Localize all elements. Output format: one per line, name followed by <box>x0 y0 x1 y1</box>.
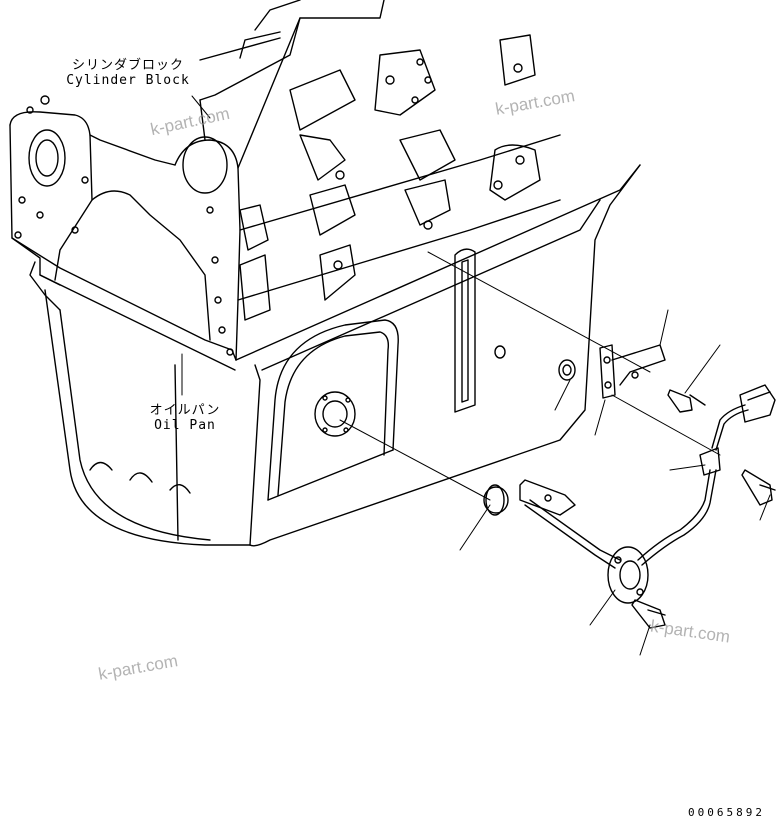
oil-pan-label: オイルパン Oil Pan <box>135 403 235 433</box>
oil-pan-label-en: Oil Pan <box>154 418 216 433</box>
cylinder-block-label-en: Cylinder Block <box>66 73 190 88</box>
callout-lines <box>181 95 771 656</box>
cylinder-block-drawing <box>9 0 641 371</box>
oil-pan-label-jp: オイルパン <box>149 403 221 418</box>
oil-pan-drawing <box>29 164 641 547</box>
drawing-number: 00065892 <box>688 806 765 819</box>
cylinder-block-label: シリンダブロック Cylinder Block <box>58 58 198 88</box>
oil-level-sensor-drawing <box>483 344 776 629</box>
cylinder-block-label-jp: シリンダブロック <box>71 58 184 73</box>
